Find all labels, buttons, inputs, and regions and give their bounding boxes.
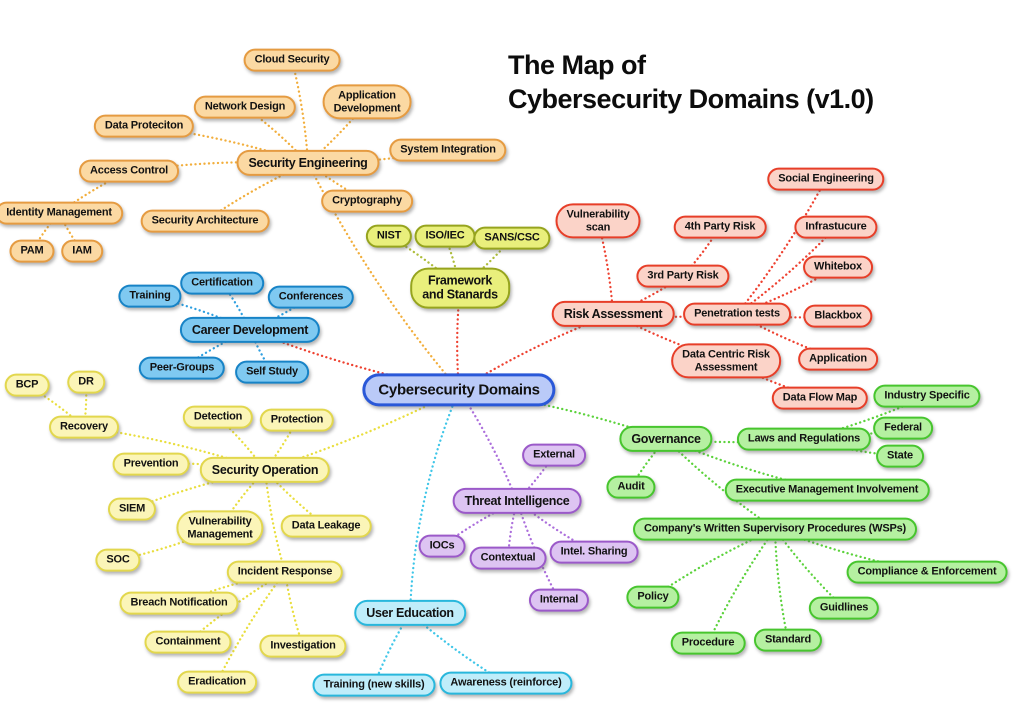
node-dr: DR bbox=[67, 370, 105, 394]
node-detection: Detection bbox=[182, 405, 254, 429]
node-intel-sharing: Intel. Sharing bbox=[549, 540, 639, 564]
map-title: The Map of Cybersecurity Domains (v1.0) bbox=[508, 48, 874, 116]
node-data-leakage: Data Leakage bbox=[280, 514, 372, 538]
node-sans-csc: SANS/CSC bbox=[473, 226, 551, 250]
node-guidlines: Guidlines bbox=[808, 596, 880, 620]
node-eradication: Eradication bbox=[177, 670, 257, 694]
node-breach-notification: Breach Notification bbox=[119, 591, 239, 615]
node-system-integration: System Integration bbox=[389, 138, 507, 162]
edge-user-education-cybersecurity-domains bbox=[408, 388, 461, 615]
node-procedure: Procedure bbox=[670, 631, 746, 655]
node-iam: IAM bbox=[61, 239, 103, 263]
node-penetration-tests: Penetration tests bbox=[683, 302, 791, 326]
node-policy: Policy bbox=[626, 585, 680, 609]
node-nist: NIST bbox=[365, 224, 413, 248]
node-application: Application bbox=[798, 347, 878, 371]
node-vulnerability-management: Vulnerability Management bbox=[176, 510, 264, 546]
node-prevention: Prevention bbox=[112, 452, 190, 476]
edge-wsps-standard bbox=[773, 527, 790, 642]
node-vulnerability-scan: Vulnerability scan bbox=[555, 203, 641, 239]
node-iocs: IOCs bbox=[418, 534, 466, 558]
node-peer-groups: Peer-Groups bbox=[138, 356, 226, 380]
node-wsps: Company's Written Supervisory Procedures… bbox=[633, 517, 917, 541]
node-state: State bbox=[876, 444, 924, 468]
edge-security-operation-detection bbox=[216, 415, 267, 472]
node-investigation: Investigation bbox=[259, 634, 347, 658]
node-contextual: Contextual bbox=[469, 546, 547, 570]
edge-penetration-tests-social-engineering bbox=[735, 177, 828, 316]
node-security-engineering: Security Engineering bbox=[236, 149, 380, 177]
node-conferences: Conferences bbox=[267, 285, 355, 309]
edge-recovery-bcp bbox=[25, 383, 86, 429]
node-siem: SIEM bbox=[107, 497, 157, 521]
map-title-line2: Cybersecurity Domains (v1.0) bbox=[508, 84, 874, 115]
node-risk-assessment: Risk Assessment bbox=[551, 300, 675, 328]
node-data-centric-risk-assessment: Data Centric Risk Assessment bbox=[671, 343, 781, 379]
node-federal: Federal bbox=[873, 416, 933, 440]
node-protection: Protection bbox=[259, 408, 335, 432]
node-access-control: Access Control bbox=[79, 159, 179, 183]
node-cybersecurity-domains: Cybersecurity Domains bbox=[362, 373, 556, 407]
node-incident-response: Incident Response bbox=[226, 560, 344, 584]
node-infrastucure: Infrastucure bbox=[794, 215, 878, 239]
node-third-party-risk: 3rd Party Risk bbox=[636, 264, 730, 288]
node-training: Training bbox=[118, 284, 182, 308]
node-iso-iec: ISO/IEC bbox=[414, 224, 476, 248]
node-self-study: Self Study bbox=[235, 360, 309, 384]
edge-threat-intelligence-cybersecurity-domains bbox=[457, 388, 519, 503]
node-recovery: Recovery bbox=[49, 415, 119, 439]
node-compliance-enforcement: Compliance & Enforcement bbox=[846, 560, 1008, 584]
node-data-flow-map: Data Flow Map bbox=[771, 386, 869, 410]
node-awareness-reinforce: Awareness (reinforce) bbox=[439, 671, 573, 695]
edge-risk-assessment-cybersecurity-domains bbox=[457, 312, 615, 392]
node-standard: Standard bbox=[753, 628, 823, 652]
node-containment: Containment bbox=[144, 630, 232, 654]
node-fourth-party-risk: 4th Party Risk bbox=[673, 215, 767, 239]
node-training-new-skills: Training (new skills) bbox=[312, 673, 436, 697]
node-internal: Internal bbox=[528, 588, 590, 612]
node-network-design: Network Design bbox=[193, 95, 297, 119]
node-blackbox: Blackbox bbox=[803, 304, 873, 328]
node-identity-management: Identity Management bbox=[0, 201, 123, 225]
node-executive-management-involvement: Executive Management Involvement bbox=[724, 478, 930, 502]
node-career-development: Career Development bbox=[179, 316, 321, 344]
node-external: External bbox=[522, 443, 586, 467]
node-bcp: BCP bbox=[4, 373, 50, 397]
node-governance: Governance bbox=[619, 425, 713, 453]
node-threat-intelligence: Threat Intelligence bbox=[452, 487, 582, 515]
node-audit: Audit bbox=[606, 475, 656, 499]
node-data-proteciton: Data Proteciton bbox=[93, 114, 195, 138]
node-industry-specific: Industry Specific bbox=[873, 384, 981, 408]
edge-framework-sans-csc bbox=[458, 236, 514, 290]
node-whitebox: Whitebox bbox=[803, 255, 873, 279]
node-cryptography: Cryptography bbox=[321, 189, 413, 213]
edge-wsps-procedure bbox=[706, 527, 777, 645]
node-security-architecture: Security Architecture bbox=[140, 209, 270, 233]
node-social-engineering: Social Engineering bbox=[767, 167, 885, 191]
edge-incident-response-eradication bbox=[215, 570, 287, 684]
node-application-development: Application Development bbox=[322, 84, 412, 120]
node-laws-and-regulations: Laws and Regulations bbox=[736, 427, 872, 451]
node-certification: Certification bbox=[180, 271, 264, 295]
node-framework: Framework and Stanards bbox=[410, 267, 510, 309]
node-security-operation: Security Operation bbox=[199, 456, 331, 484]
node-pam: PAM bbox=[9, 239, 55, 263]
map-title-line1: The Map of bbox=[508, 50, 646, 80]
node-cloud-security: Cloud Security bbox=[243, 48, 341, 72]
node-user-education: User Education bbox=[354, 599, 466, 627]
node-soc: SOC bbox=[95, 548, 141, 572]
